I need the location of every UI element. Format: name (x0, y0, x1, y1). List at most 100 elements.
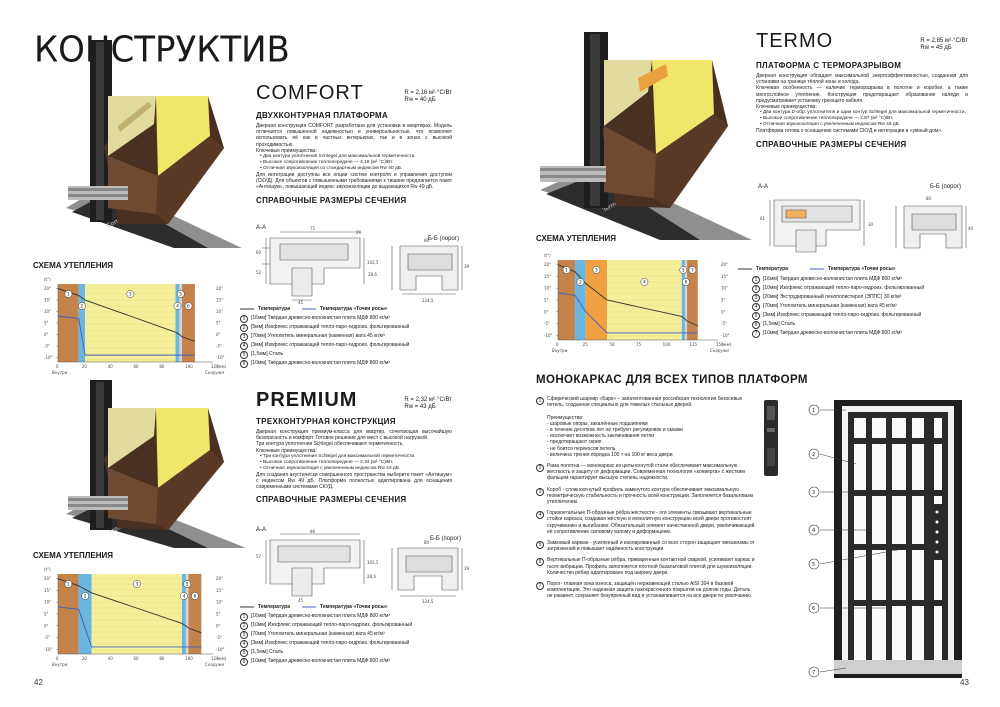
svg-text:2: 2 (812, 452, 815, 458)
y-unit-label: (t°) (44, 277, 51, 282)
x-tick-label: 20 (82, 656, 88, 661)
insulation-layer-band (687, 260, 698, 340)
y-tick-label: 15° (44, 588, 51, 593)
inside-label: Внутри (52, 662, 68, 667)
insulation-layer-band (185, 574, 189, 654)
layer-number: 1 (67, 582, 70, 588)
y-tick-label-right: 10° (721, 286, 728, 291)
layer-number: 1 (565, 268, 568, 274)
layer-number-badge (132, 580, 141, 588)
y-tick-label: 0° (544, 309, 549, 314)
layer-number-badge (688, 266, 697, 274)
layer-number-badge (173, 302, 182, 310)
y-tick-label-right: -5° (216, 343, 222, 348)
svg-text:60: 60 (256, 250, 262, 255)
termo-features: Два контура D-обр. уплотнителя и один ко… (760, 110, 968, 128)
hinge-lock-detail-image (764, 400, 778, 476)
y-tick-label-right: 0° (721, 309, 726, 314)
x-unit-label: (мм) (217, 656, 227, 661)
y-tick-label: 20° (544, 262, 551, 267)
monocarcass-list: 1 Сферический шарнир «Барк» – запатентов… (536, 396, 756, 600)
comfort-feature: Два контура уплотнения Schlegel для макс… (260, 154, 452, 160)
insulation-layer-band (681, 260, 685, 340)
layer-row: 5[1,5мм] Сталь (240, 648, 450, 657)
svg-text:80: 80 (424, 238, 430, 243)
y-unit-label: (t°) (44, 567, 51, 572)
layer-number: 4 (183, 594, 186, 600)
insulation-layer-band (175, 284, 180, 362)
y-tick-label: -10° (44, 647, 53, 652)
termo-feature: Два контура D-обр. уплотнителя и один ко… (760, 110, 968, 116)
layer-number-badge (682, 278, 690, 286)
page-number-left: 42 (34, 678, 43, 687)
termo-feature: Отличная звукоизоляция с увеличенным инд… (760, 122, 968, 128)
monocarcass-item: 7 Порог- главная зона износа, защищён не… (536, 581, 756, 600)
x-tick-label: 75 (636, 342, 642, 347)
svg-text:75: 75 (310, 226, 316, 231)
svg-text:6: 6 (812, 606, 815, 612)
insulation-layer-band (684, 260, 688, 340)
y-tick-label: -5° (544, 321, 550, 326)
y-tick-label-right: -5° (721, 321, 727, 326)
svg-text:5: 5 (812, 562, 815, 568)
y-tick-label-right: 15° (216, 588, 223, 593)
termo-door-section-image: Termo (540, 32, 752, 240)
svg-text:30: 30 (868, 222, 874, 227)
comfort-section-aa-label: А-А (256, 225, 267, 231)
premium-legend-dew: Температура «Точки росы» (319, 604, 388, 610)
comfort-legend-lines: Температура Температура «Точки росы» (240, 306, 450, 312)
layer-number: 6 (194, 594, 197, 600)
layer-row: 3[70мм] Утеплитель минеральная (каменная… (240, 332, 450, 341)
layer-number-badge (640, 278, 649, 286)
svg-text:57: 57 (256, 554, 262, 559)
comfort-intro: Дверная конструкция COMFORT разработана … (256, 123, 452, 148)
dew-point-line (57, 606, 202, 648)
monocarcass-item: 1 Сферический шарнир «Барк» – запатентов… (536, 396, 756, 458)
layer-number-badge (592, 266, 601, 274)
termo-outro: Платформа готова к оснащению системами С… (756, 128, 943, 135)
insulation-layer-band (182, 284, 195, 362)
y-tick-label: 5° (544, 298, 549, 303)
layer-number-badge (191, 592, 199, 600)
layer-number: 4 (643, 280, 646, 286)
svg-text:40: 40 (968, 226, 974, 231)
premium-model-name: PREMIUM (256, 389, 358, 411)
svg-text:7: 7 (812, 670, 815, 676)
premium-header: PREMIUM R = 2,32 м²·°С/Вт Rw = 43 дБ ТРЕ… (256, 389, 452, 504)
layer-row: 5[3мм] Изофлекс отражающий тепло-паро-ги… (752, 311, 974, 320)
page-title: КОНСТРУКТИВ (34, 29, 290, 71)
svg-text:1: 1 (812, 408, 815, 414)
premium-legend: Температура Температура «Точки росы» 1[1… (240, 604, 450, 666)
x-tick-label: 0 (56, 656, 59, 661)
termo-model-name: TERMO (756, 30, 834, 52)
premium-features-title: Ключевые преимущества: (256, 447, 317, 454)
comfort-insulation-chart: 20°20°15°15°10°10°5°5°0°0°-5°-5°-10°-10°… (44, 277, 227, 375)
y-tick-label: 10° (544, 286, 551, 291)
x-tick-label: 100 (185, 364, 193, 369)
premium-door-section-image: Premium (66, 380, 246, 548)
comfort-model-name: COMFORT (256, 82, 364, 104)
svg-text:61: 61 (760, 216, 766, 221)
layer-row: 1[16мм] Твёрдая древесно-волокнистая пли… (240, 612, 450, 621)
layer-row: 3[20мм] Экструдированный пенополистирол … (752, 293, 974, 302)
outside-label: Снаружи (205, 370, 224, 375)
termo-features-title: Ключевые преимущества: (756, 104, 817, 111)
comfort-door-section-image: Comfort (66, 40, 242, 248)
layer-number-badge (81, 592, 89, 600)
svg-text:45: 45 (298, 300, 304, 305)
layer-row: 2[5мм] Изофлекс отражающий тепло-паро-ги… (240, 323, 450, 332)
termo-legend-temp: Температура (756, 266, 788, 272)
x-tick-label: 125 (689, 342, 697, 347)
y-tick-label-right: -10° (721, 333, 730, 338)
premium-section-aa-label: А-А (256, 527, 267, 533)
temp-line-swatch (738, 268, 752, 270)
y-tick-label-right: 5° (721, 298, 726, 303)
x-tick-label: 40 (108, 364, 114, 369)
layer-number: 2 (80, 304, 83, 310)
y-tick-label-right: 0° (216, 332, 221, 337)
layer-row: 6[1,5мм] Сталь (752, 320, 974, 329)
y-tick-label: 15° (544, 274, 551, 279)
termo-scheme-title: СХЕМА УТЕПЛЕНИЯ (536, 234, 616, 243)
